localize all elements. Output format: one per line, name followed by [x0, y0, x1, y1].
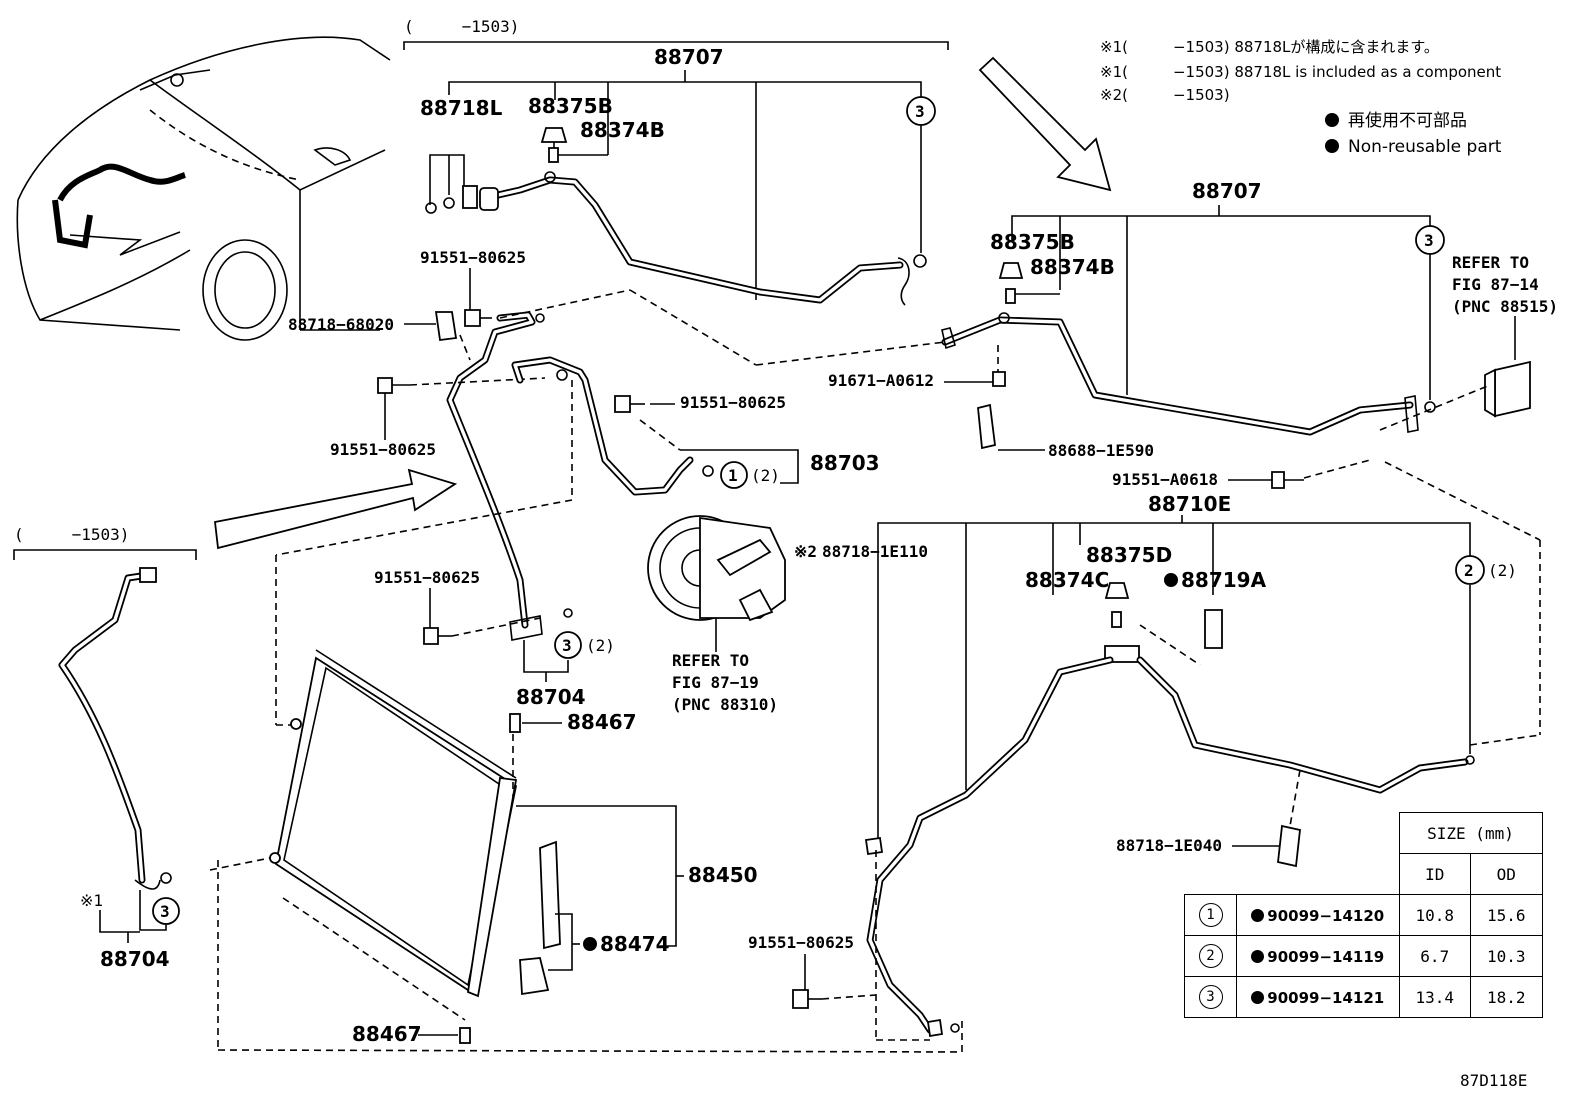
row-od: 10.3	[1470, 935, 1543, 977]
table-row: 1 90099−14120 10.8 15.6	[1184, 894, 1543, 936]
row-part: 90099−14119	[1267, 947, 1385, 966]
callout-2-right: 2	[1464, 561, 1474, 580]
sensor-88718-1E040: 88718−1E040	[1116, 769, 1301, 868]
refer-88515: REFER TO FIG 87−14 (PNC 88515)	[1379, 253, 1558, 541]
vehicle-illustration	[16, 36, 391, 341]
row-key: 3	[1198, 985, 1223, 1009]
legend-en: Non-reusable part	[1348, 137, 1502, 157]
row-part: 90099−14120	[1267, 906, 1385, 925]
non-reusable-dot-icon	[1251, 990, 1265, 1004]
label-91551-A0618: 91551−A0618	[1112, 470, 1218, 489]
row-id: 10.8	[1398, 894, 1471, 936]
label-88375B-top: 88375B	[528, 94, 613, 118]
callout-3-mid: 3	[562, 636, 572, 655]
note2-mark: ※2	[794, 542, 817, 561]
label-88704-mid: 88704	[516, 685, 586, 709]
row-key: 2	[1198, 944, 1223, 968]
range-label-left: ( −1503)	[14, 525, 129, 544]
refer2-line1: REFER TO	[672, 651, 749, 670]
table-row: 3 90099−14121 13.4 18.2	[1184, 976, 1543, 1018]
non-reusable-dot-icon	[1251, 949, 1265, 963]
label-88467-bot: 88467	[352, 1022, 422, 1046]
note-en: ※1( −1503) 88718L is included as a compo…	[1100, 63, 1501, 81]
label-88718-1E110: 88718−1E110	[822, 542, 928, 561]
refer2-line2: FIG 87−19	[672, 673, 759, 692]
o-ring-size-table: SIZE (mm) ID OD 1 90099−14120 10.8 15.6 …	[1184, 812, 1543, 1018]
row-od: 18.2	[1470, 976, 1543, 1018]
callout-3-left: 3	[160, 902, 170, 921]
row-id: 13.4	[1398, 976, 1471, 1018]
refer1-line1: REFER TO	[1452, 253, 1529, 272]
figure-code: 87D118E	[1460, 1071, 1527, 1090]
label-88703: 88703	[810, 451, 880, 475]
range-bracket-top: ( −1503) 88707	[403, 17, 949, 300]
label-88375D: 88375D	[1086, 543, 1172, 567]
col-id: ID	[1398, 853, 1471, 895]
note1-mark: ※1	[80, 891, 103, 910]
notes-block: ※1( −1503) 88718Lが構成に含まれます。 ※1( −1503) 8…	[1100, 38, 1502, 157]
label-91551-80625-d: 91551−80625	[374, 568, 480, 587]
table-row: 2 90099−14119 6.7 10.3	[1184, 935, 1543, 977]
label-88718-68020: 88718−68020	[288, 315, 394, 334]
callout-3-right: 3	[1424, 231, 1434, 250]
pipe-88710E: 88710E ※2 88718−1E110 88375D 88374C 8871…	[794, 492, 1541, 1041]
label-88474: 88474	[600, 932, 670, 956]
row-key: 1	[1198, 903, 1223, 927]
note-jp: ※1( −1503) 88718Lが構成に含まれます。	[1100, 38, 1439, 56]
label-88704-left: 88704	[100, 947, 170, 971]
callout-3-top: 3	[915, 102, 925, 121]
label-91551-80625-a: 91551−80625	[420, 248, 526, 267]
label-88374B-right: 88374B	[1030, 255, 1115, 279]
compressor-illustration: REFER TO FIG 87−19 (PNC 88310)	[647, 515, 786, 714]
hose-88704-left: ( −1503) 3 ※1 88704	[13, 525, 197, 971]
range-label-top: ( −1503)	[404, 17, 519, 36]
label-88710E: 88710E	[1148, 492, 1231, 516]
label-91551-80625-b: 91551−80625	[330, 440, 436, 459]
label-88718-1E040: 88718−1E040	[1116, 836, 1222, 855]
condenser-88450: 88467 88467 88450 88474	[209, 649, 963, 1053]
label-88707-right: 88707	[1192, 179, 1262, 203]
refer2-line3: (PNC 88310)	[672, 695, 778, 714]
label-88718L: 88718L	[420, 96, 503, 120]
note-2: ※2( −1503)	[1100, 86, 1230, 104]
hose-88704-and-bolts: 91551−80625 88718−68020 91551−80625 9155…	[275, 248, 946, 726]
row-id: 6.7	[1398, 935, 1471, 977]
size-header: SIZE (mm)	[1398, 812, 1543, 854]
direction-arrow-left	[214, 468, 458, 550]
col-od: OD	[1470, 853, 1543, 895]
qty-1: (2)	[751, 466, 780, 485]
label-91551-80625-c: 91551−80625	[680, 393, 786, 412]
label-88374B-top: 88374B	[580, 118, 665, 142]
label-91671-A0612: 91671−A0612	[828, 371, 934, 390]
qty-2-right: (2)	[1488, 561, 1517, 580]
label-88467-top: 88467	[567, 710, 637, 734]
label-88450: 88450	[688, 863, 758, 887]
pipe-88707-top: 88718L 88375B 88374B 3	[420, 94, 936, 306]
refer1-line3: (PNC 88515)	[1452, 297, 1558, 316]
label-88719A: 88719A	[1181, 568, 1267, 592]
row-part: 90099−14121	[1267, 988, 1385, 1007]
label-88707-top: 88707	[654, 45, 724, 69]
legend-jp: 再使用不可部品	[1348, 110, 1467, 131]
refer1-line2: FIG 87−14	[1452, 275, 1539, 294]
bolt-91551-80625-e: 91551−80625	[748, 933, 877, 1009]
label-91551-80625-e: 91551−80625	[748, 933, 854, 952]
pipe-88707-right: 88707 3 88375B 88374B	[941, 179, 1445, 436]
row-od: 15.6	[1470, 894, 1543, 936]
label-88688-1E590: 88688−1E590	[1048, 441, 1154, 460]
direction-arrow-right	[978, 56, 1112, 192]
callout-1: 1	[728, 466, 738, 485]
non-reusable-dot-icon	[1251, 908, 1265, 922]
label-88375B-right: 88375B	[990, 230, 1075, 254]
bracket-parts-right: 91671−A0612 88688−1E590 91551−A0618	[828, 345, 1371, 489]
qty-3-mid: (2)	[586, 636, 615, 655]
label-88374C: 88374C	[1025, 568, 1109, 592]
